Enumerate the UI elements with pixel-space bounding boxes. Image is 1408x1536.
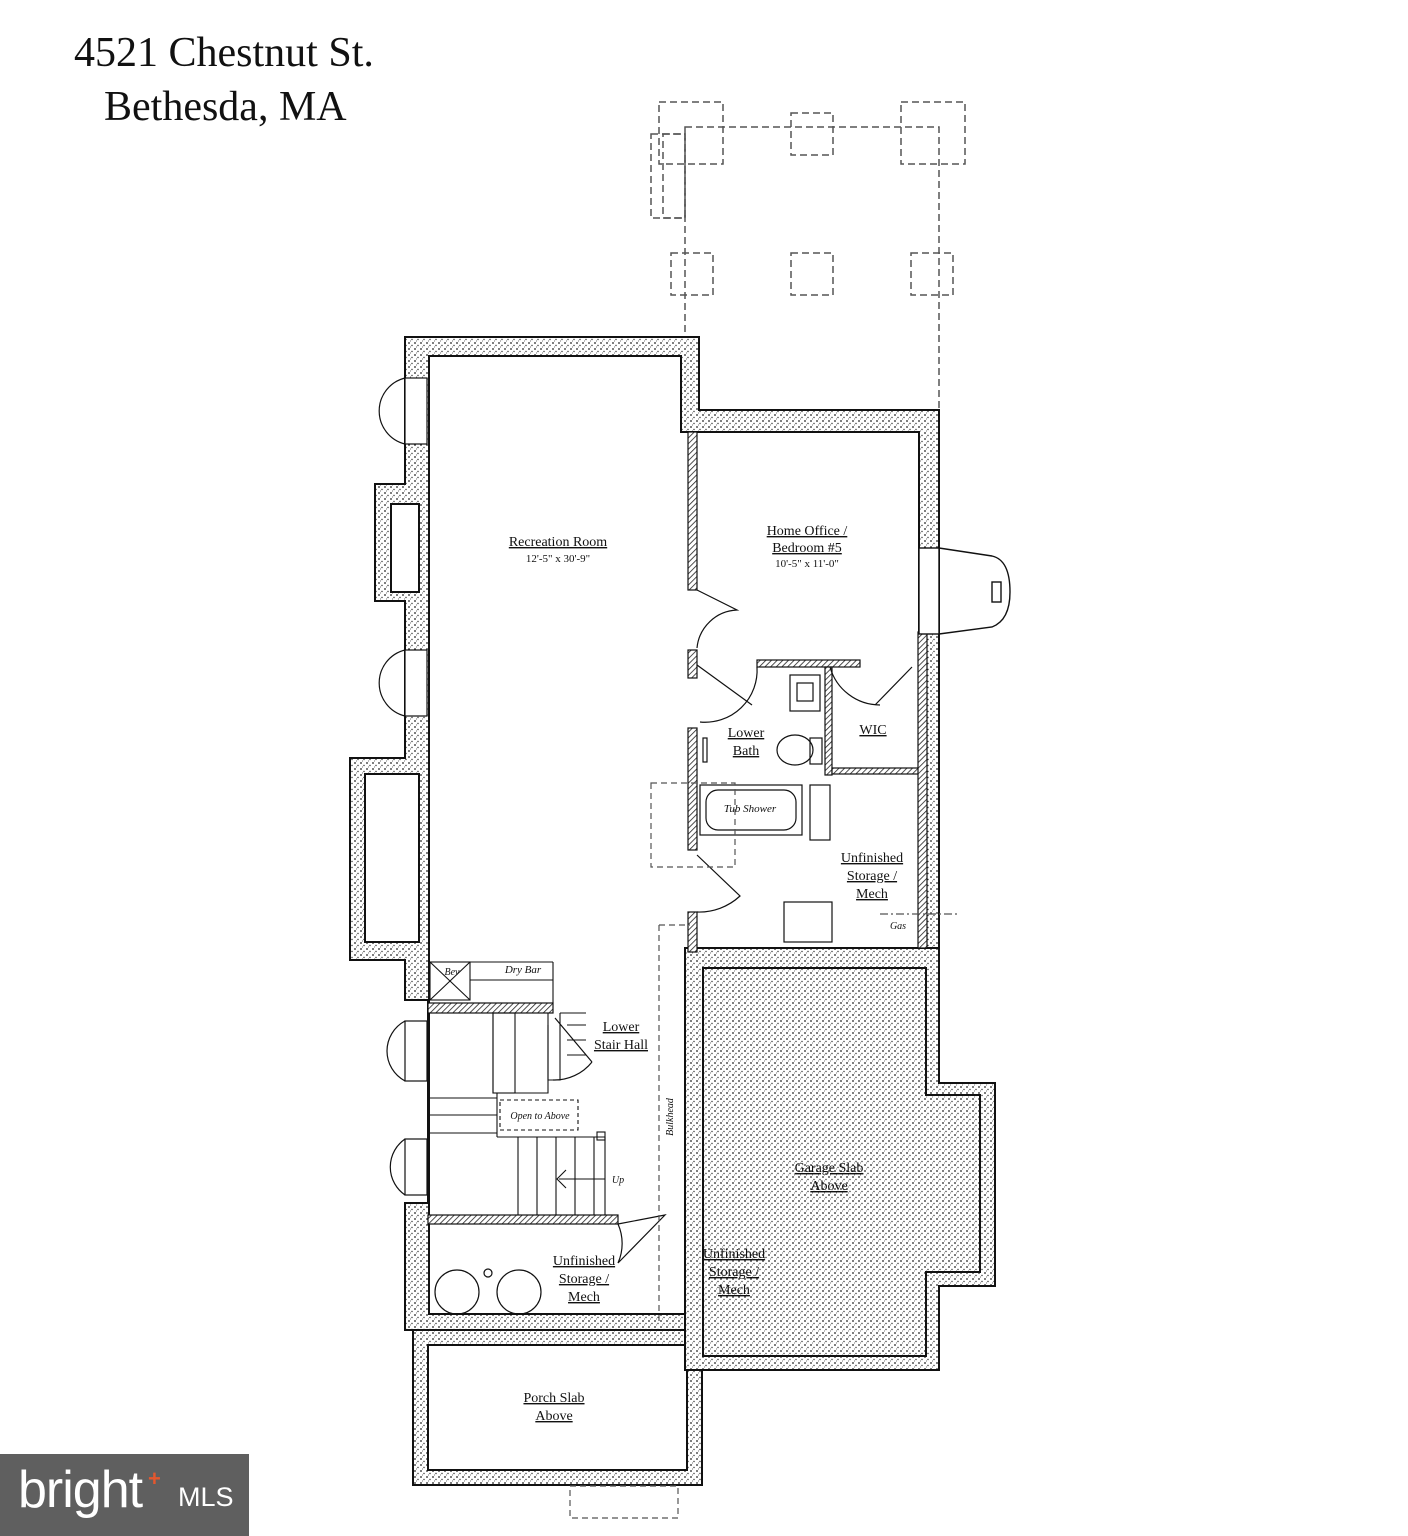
foundation-walls <box>349 336 996 1486</box>
bath-fixtures <box>699 674 831 841</box>
storage-garage-label-2: Storage / <box>709 1265 759 1280</box>
stair <box>428 961 606 1215</box>
recreation-room-label: Recreation Room <box>509 535 607 550</box>
tub-shower-label: Tub Shower <box>724 803 777 815</box>
porch-slab-label-1: Porch Slab <box>523 1391 584 1406</box>
open-to-above-label: Open to Above <box>510 1111 570 1122</box>
wic-label: WIC <box>859 723 886 738</box>
mech-equipment <box>434 901 833 1315</box>
watermark-suffix: MLS <box>178 1482 234 1512</box>
dry-bar-label: Dry Bar <box>504 964 542 976</box>
up-label: Up <box>612 1175 624 1186</box>
porch-slab-label-2: Above <box>535 1409 572 1424</box>
door-swings <box>552 589 913 1264</box>
address-line-1: 4521 Chestnut St. <box>74 30 374 76</box>
watermark-brand: bright <box>18 1461 143 1519</box>
stair-hall-label-1: Lower <box>603 1020 640 1035</box>
lower-bath-label-1: Lower <box>728 726 765 741</box>
stair-hall-label-2: Stair Hall <box>594 1038 648 1053</box>
storage-bottom-label-1: Unfinished <box>553 1254 615 1269</box>
storage-bottom-label-3: Mech <box>568 1290 600 1305</box>
storage-right-label-3: Mech <box>856 887 888 902</box>
watermark-plus-icon: + <box>148 1466 161 1491</box>
address-line-2: Bethesda, MA <box>104 84 347 130</box>
bright-mls-watermark: bright + MLS <box>0 1454 249 1536</box>
storage-right-label-2: Storage / <box>847 869 897 884</box>
interior-walls <box>427 431 928 1225</box>
gas-label: Gas <box>890 921 906 932</box>
egress-well <box>918 547 1011 635</box>
dashed-window-well <box>569 782 958 1519</box>
office-label-1: Home Office / <box>767 524 848 539</box>
window-arcs <box>378 377 428 1196</box>
recreation-room-dims: 12'-5" x 30'-9" <box>526 553 590 565</box>
storage-bottom-label-2: Storage / <box>559 1272 609 1287</box>
storage-garage-label-1: Unfinished <box>703 1247 765 1262</box>
office-dims: 10'-5" x 11'-0" <box>775 558 839 570</box>
lower-bath-label-2: Bath <box>733 744 759 759</box>
bev-label: Bev <box>445 967 461 978</box>
bulkhead-label: Bulkhead <box>665 1097 676 1136</box>
garage-slab-label-1: Garage Slab <box>795 1161 864 1176</box>
garage-slab-label-2: Above <box>810 1179 847 1194</box>
office-label-2: Bedroom #5 <box>772 541 842 556</box>
storage-right-label-1: Unfinished <box>841 851 903 866</box>
storage-garage-label-3: Mech <box>718 1283 750 1298</box>
